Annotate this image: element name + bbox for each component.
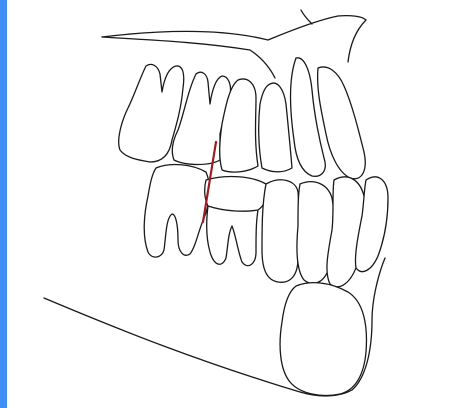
mandible-symphysis [280,283,366,396]
lower-first-molar [205,177,268,266]
lower-teeth [144,165,388,396]
upper-teeth [119,58,366,179]
lower-premolar [262,180,299,282]
lower-second-molar [144,165,209,258]
upper-premolar [259,83,292,172]
